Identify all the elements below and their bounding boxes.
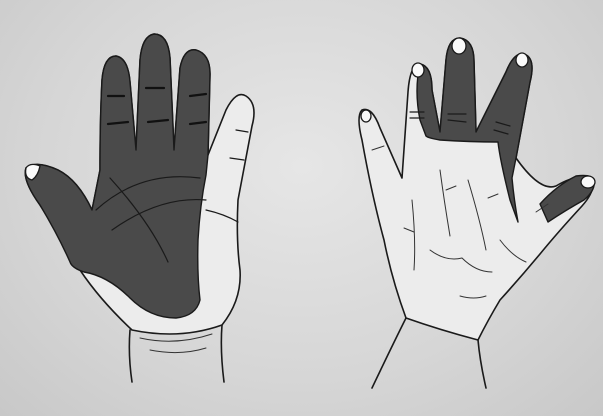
- palm-shaded-region: [25, 34, 210, 318]
- wrist-crease-2: [150, 348, 206, 353]
- palm-view-hand: [25, 34, 254, 382]
- dorsal-index-nail: [412, 63, 424, 77]
- dorsal-middle-nail: [452, 38, 466, 54]
- wrist-crease-1: [140, 334, 212, 341]
- dorsal-thumb-nail: [581, 176, 595, 188]
- dorsal-little-nail: [361, 110, 371, 122]
- dorsal-ring-nail: [516, 53, 528, 67]
- dorsal-view-hand: [359, 38, 595, 388]
